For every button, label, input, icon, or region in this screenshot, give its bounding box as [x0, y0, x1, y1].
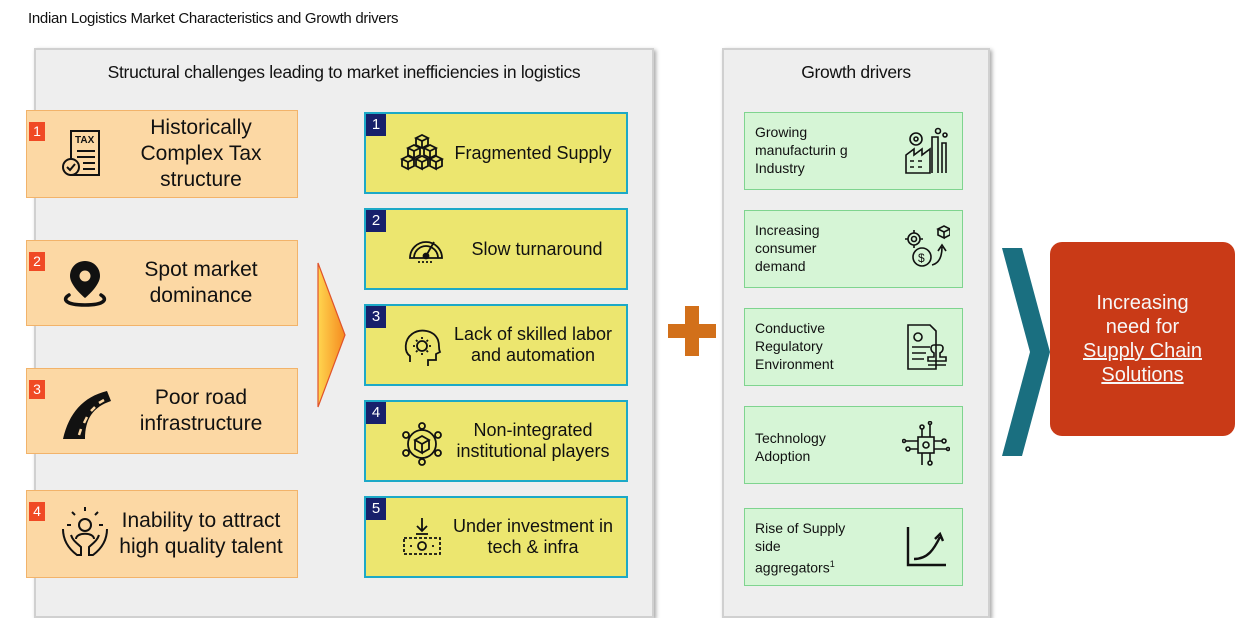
inefficiency-card-non-integrated: 4 Non-integrated institutional players — [364, 400, 628, 482]
speedometer-icon — [404, 228, 448, 272]
growth-curve-icon — [902, 523, 950, 571]
inefficiency-card-turnaround: 2 Slow turnaround — [364, 208, 628, 290]
network-box-icon — [400, 422, 444, 466]
growth-driver-aggregators: Rise of Supply side aggregators1 — [744, 508, 963, 586]
tax-document-icon: TAX — [57, 125, 113, 181]
driver-label: Technology Adoption — [755, 430, 826, 464]
inefficiency-number: 1 — [366, 114, 386, 136]
result-line: need for — [1105, 316, 1180, 338]
challenge-label: Historically Complex Tax structure — [140, 116, 262, 191]
challenge-number: 2 — [29, 252, 45, 271]
inefficiency-label: Non-integrated institutional players — [456, 420, 610, 461]
page-title: Indian Logistics Market Characteristics … — [28, 10, 399, 27]
factory-icon — [902, 127, 950, 175]
blocks-icon — [400, 134, 444, 178]
right-arrow-icon — [317, 262, 347, 408]
growth-drivers-header: Growth drivers — [801, 62, 911, 82]
result-line: Increasing — [1096, 292, 1189, 314]
footnote-marker: 1 — [829, 559, 835, 569]
challenge-label: Inability to attract high quality talent — [119, 509, 283, 558]
plus-icon — [668, 306, 716, 356]
brain-gear-icon — [400, 326, 444, 370]
driver-label: Growing manufacturin g Industry — [755, 124, 848, 176]
challenge-card-road: 3 Poor road infrastructure — [26, 368, 298, 454]
svg-text:$: $ — [918, 251, 925, 265]
inefficiency-label: Under investment in tech & infra — [452, 516, 614, 557]
circuit-chip-icon — [902, 421, 950, 469]
inefficiency-number: 2 — [366, 210, 386, 232]
svg-text:TAX: TAX — [75, 135, 95, 146]
challenge-number: 3 — [29, 380, 45, 399]
document-stamp-icon — [902, 323, 950, 371]
inefficiency-number: 4 — [366, 402, 386, 424]
driver-label: Rise of Supply side aggregators1 — [755, 519, 851, 577]
result-emphasis: Supply Chain — [1083, 340, 1202, 362]
inefficiency-card-fragmented: 1 Fragmented Supply — [364, 112, 628, 194]
challenge-card-talent: 4 Inability to attract high quality tale… — [26, 490, 298, 578]
driver-label-text: Rise of Supply side aggregators — [755, 520, 846, 576]
driver-label: Increasing consumer demand — [755, 222, 820, 274]
driver-label: Conductive Regulatory Environment — [755, 320, 834, 372]
inefficiency-label: Slow turnaround — [471, 238, 603, 259]
challenge-card-spot-market: 2 Spot market dominance — [26, 240, 298, 326]
chevron-right-icon — [1002, 248, 1052, 456]
growth-driver-consumer-demand: Increasing consumer demand $ — [744, 210, 963, 288]
result-box: Increasing need for Supply Chain Solutio… — [1050, 242, 1235, 436]
inefficiency-card-skilled-labor: 3 Lack of skilled labor and automation — [364, 304, 628, 386]
inefficiency-label: Lack of skilled labor and automation — [453, 324, 613, 365]
structural-challenges-header: Structural challenges leading to market … — [107, 62, 581, 82]
location-pin-icon — [57, 255, 113, 311]
money-download-icon — [400, 518, 444, 562]
inefficiency-label: Fragmented Supply — [454, 142, 612, 163]
challenge-number: 1 — [29, 122, 45, 141]
inefficiency-number: 3 — [366, 306, 386, 328]
challenge-label: Spot market dominance — [144, 258, 258, 307]
challenge-label: Poor road infrastructure — [139, 386, 263, 435]
road-icon — [57, 383, 113, 439]
growth-driver-technology: Technology Adoption — [744, 406, 963, 484]
inefficiency-number: 5 — [366, 498, 386, 520]
growth-driver-manufacturing: Growing manufacturin g Industry — [744, 112, 963, 190]
growth-driver-regulatory: Conductive Regulatory Environment — [744, 308, 963, 386]
inefficiency-card-under-investment: 5 Under investment in tech & infra — [364, 496, 628, 578]
talent-hands-icon — [57, 505, 113, 561]
gears-dollar-icon: $ — [902, 225, 950, 273]
challenge-card-tax: 1 TAX Historically Complex Tax structure — [26, 110, 298, 198]
result-emphasis: Solutions — [1101, 364, 1184, 386]
challenge-number: 4 — [29, 502, 45, 521]
